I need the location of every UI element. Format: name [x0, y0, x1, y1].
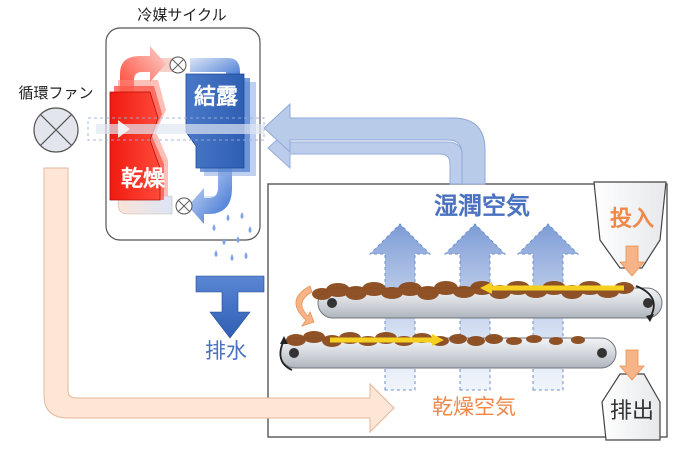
input-label: 投入: [610, 207, 654, 232]
lower-conveyor-direction-arrowhead: [432, 334, 444, 346]
humid-air-label: 湿潤空気: [434, 192, 530, 220]
upper-conveyor-direction-arrowhead: [480, 282, 492, 294]
condensate-droplets: [212, 212, 252, 261]
drying-label: 乾燥: [121, 166, 166, 192]
upper-conveyor: [312, 281, 663, 322]
expansion-valve-bottom-icon: [175, 197, 193, 215]
drainage-arrow: [195, 275, 265, 339]
upper-conveyor-roller-left: [327, 298, 337, 308]
upper-conveyor-roller-right: [643, 298, 653, 308]
circulation-fan-icon: [33, 107, 79, 153]
drainage-label: 排水: [205, 339, 247, 363]
lower-conveyor-roller-left: [289, 348, 299, 358]
upper-conveyor-rotation-arrow: [635, 285, 655, 319]
condensation-label: 結露: [194, 84, 239, 110]
drying-heat-exchanger: [109, 91, 161, 201]
dry-air-supply-arrow: [43, 167, 395, 434]
transfer-arrow: [295, 285, 315, 327]
lower-conveyor: [279, 331, 617, 371]
circulation-fan-label: 循環ファン: [18, 84, 93, 102]
output-arrow: [619, 349, 645, 381]
humid-air-return-arrow: [263, 102, 486, 185]
output-label: 排出: [610, 399, 654, 424]
air-path-arrowhead: [118, 120, 130, 138]
input-hopper: [593, 181, 667, 277]
input-arrow: [619, 245, 645, 277]
refrigerant-cycle-label: 冷媒サイクル: [137, 6, 226, 24]
lower-conveyor-roller-right: [597, 348, 607, 358]
expansion-valve-top-icon: [169, 56, 187, 74]
refrigerant-flow-cold-arrow: [188, 168, 232, 224]
output-hopper: [601, 349, 661, 441]
dry-air-label: 乾燥空気: [432, 395, 516, 419]
